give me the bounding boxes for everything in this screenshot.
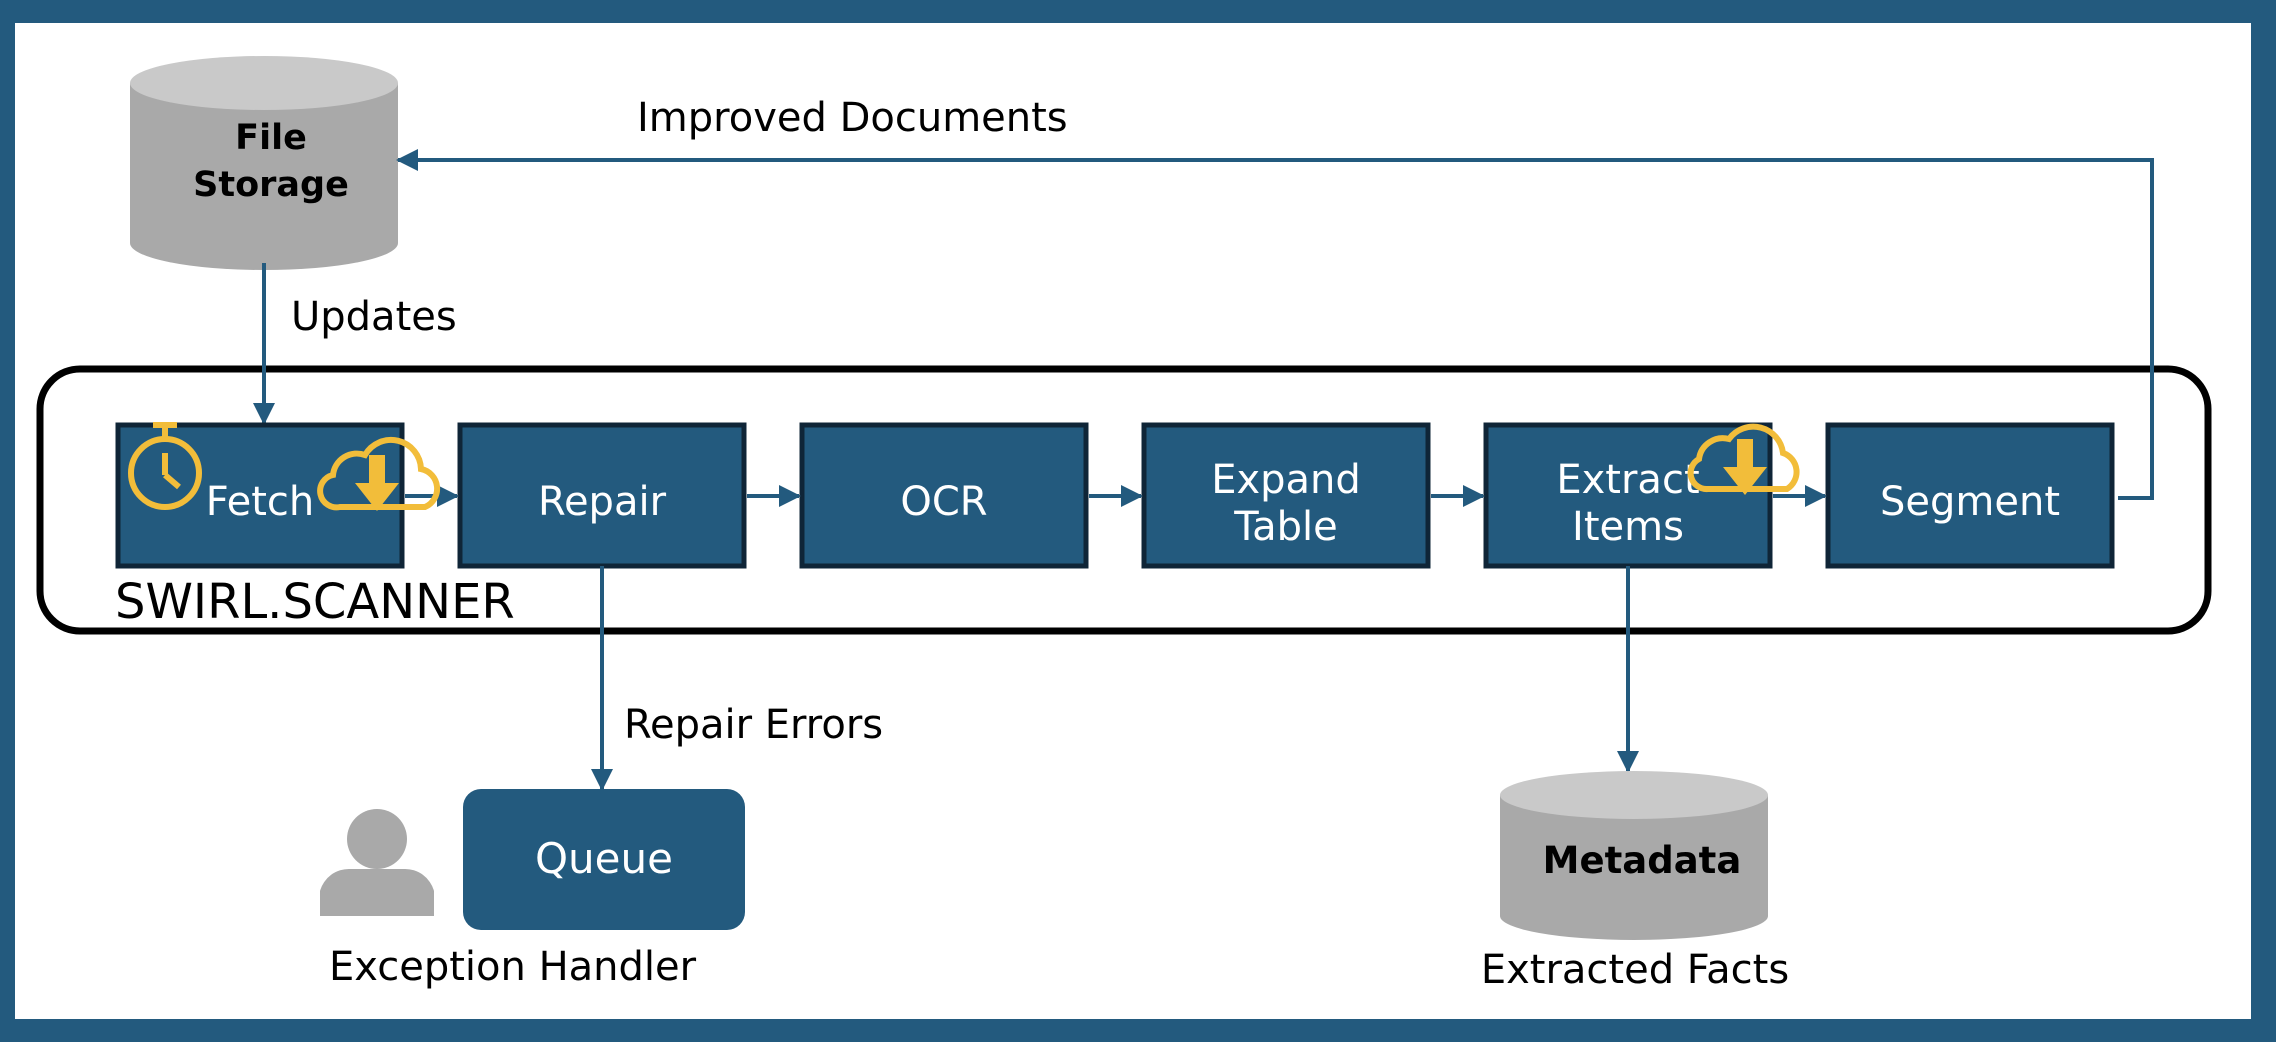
diagram-canvas: SWIRL.SCANNER File Storage Improved Docu… [15, 23, 2251, 1019]
stage-ocr: OCR [799, 422, 1089, 569]
updates-label: Updates [291, 294, 457, 340]
stage-label-fetch: Fetch [206, 479, 314, 525]
scanner-title: SWIRL.SCANNER [115, 574, 515, 630]
stage-repair: Repair [457, 422, 747, 569]
stage-label-expand-line1: Expand [1211, 457, 1361, 503]
stage-segment: Segment [1825, 422, 2115, 569]
person-icon [320, 809, 434, 916]
stage-label-extract-line1: Extract [1556, 457, 1699, 503]
stopwatch-icon [128, 422, 202, 510]
file-storage-cylinder: File Storage [130, 56, 398, 270]
pipeline-diagram: SWIRL.SCANNER File Storage Improved Docu… [36, 56, 2212, 993]
improved-documents-arrow [396, 149, 2154, 500]
stage-extract-items: Extract Items [1483, 422, 1773, 569]
stage-label-extract-line2: Items [1572, 504, 1684, 550]
extracted-facts-caption: Extracted Facts [1481, 947, 1789, 993]
metadata-label: Metadata [1543, 839, 1742, 882]
queue-label: Queue [535, 834, 673, 883]
cloud-download-icon [317, 436, 441, 511]
metadata-cylinder: Metadata [1500, 771, 1768, 940]
queue-box: Queue [463, 789, 745, 930]
stage-label-expand-line2: Table [1233, 504, 1337, 550]
repair-errors-label: Repair Errors [624, 702, 883, 748]
cloud-download-icon [1687, 423, 1800, 495]
file-storage-label-line1: File [235, 118, 307, 158]
stage-label-repair: Repair [538, 479, 667, 525]
stage-label-ocr: OCR [900, 479, 987, 525]
stage-expand-table: Expand Table [1141, 422, 1431, 569]
improved-documents-label: Improved Documents [637, 95, 1068, 141]
file-storage-label-line2: Storage [193, 165, 349, 205]
stage-fetch: Fetch [115, 422, 405, 569]
exception-handler-caption: Exception Handler [329, 944, 697, 990]
stage-label-segment: Segment [1880, 479, 2060, 525]
